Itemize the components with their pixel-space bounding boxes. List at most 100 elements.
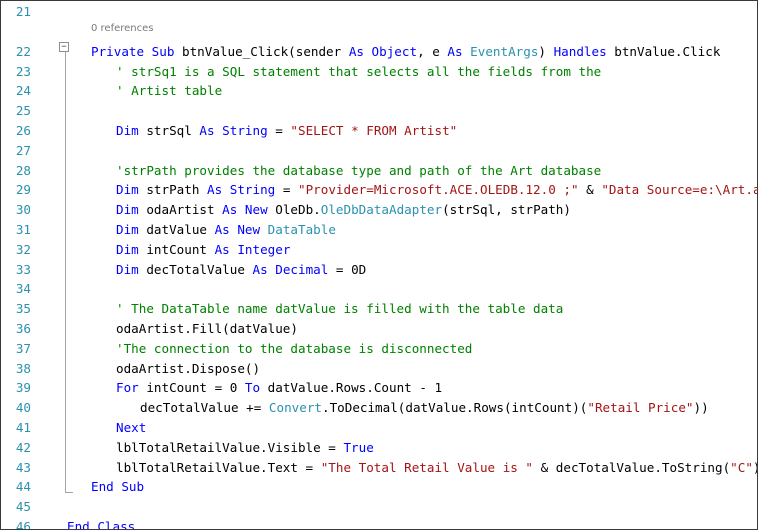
code-line[interactable]: 34 [1, 279, 757, 299]
code-token: strSql [146, 123, 200, 138]
type-name: DataTable [267, 222, 336, 237]
type-name: Convert [268, 400, 322, 416]
code-token: intCount = 0 [146, 380, 245, 396]
code-token: decTotalValue += [140, 400, 269, 416]
keyword: To [244, 380, 268, 396]
keyword: Dim [116, 123, 147, 138]
code-token: lblTotalRetailValue.Visible = [116, 439, 344, 455]
code-text: For intCount = 0 To datValue.Rows.Count … [116, 378, 442, 398]
code-line[interactable]: 45 [1, 497, 757, 517]
code-token: btnValue_Click(sender [182, 43, 349, 59]
code-text: lblTotalRetailValue.Visible = True [116, 438, 374, 458]
type-name: EventArgs [470, 43, 539, 59]
line-number: 38 [15, 360, 31, 376]
line-number: 31 [15, 222, 31, 237]
code-token: )) [693, 400, 709, 416]
code-token: strPath [146, 182, 208, 198]
keyword: End Class [67, 519, 136, 530]
keyword: As Integer [214, 241, 291, 257]
code-token: ) [753, 460, 757, 475]
string-literal: "Data Source=e:\Art.accdb" [601, 182, 758, 198]
code-line[interactable]: 38 odaArtist.Dispose() [1, 359, 757, 379]
code-line[interactable]: 35' The DataTable name datValue is fille… [1, 299, 757, 319]
line-number: 27 [15, 142, 31, 158]
code-text: Dim decTotalValue As Decimal = 0D [116, 260, 366, 280]
code-token: datValue [146, 222, 215, 237]
code-line[interactable]: 32 Dim intCount As Integer [1, 240, 757, 260]
code-line[interactable]: 30 Dim odaArtist As New OleDb.OleDbDataAd… [1, 200, 757, 220]
keyword: Handles [553, 43, 615, 59]
code-token: lblTotalRetailValue.Text = [116, 459, 321, 475]
code-text: End Class [67, 517, 136, 530]
code-text: decTotalValue += Convert.ToDecimal(datVa… [140, 398, 709, 418]
code-text: End Sub [91, 477, 144, 497]
keyword: For [116, 380, 147, 396]
keyword: As New [222, 202, 276, 218]
code-token: odaArtist.Dispose() [116, 360, 261, 376]
outline-end-marker [65, 492, 73, 493]
code-token: = [275, 182, 299, 198]
code-line[interactable]: 46 End Class [1, 517, 757, 530]
line-number: 41 [15, 420, 31, 435]
code-text: Dim odaArtist As New OleDb.OleDbDataAdap… [116, 200, 571, 220]
code-text: Dim intCount As Integer [116, 240, 290, 260]
keyword: Dim [116, 202, 147, 218]
code-line[interactable]: 23' strSq1 is a SQL statement that selec… [1, 62, 757, 82]
keyword: As String [199, 123, 268, 138]
code-line[interactable]: 24 ' Artist table [1, 81, 757, 101]
keyword: Dim [116, 261, 147, 277]
code-line[interactable]: 25 [1, 101, 757, 121]
comment: ' strSq1 is a SQL statement that selects… [116, 63, 602, 79]
keyword: Dim [116, 222, 147, 237]
line-number: 28 [15, 162, 31, 178]
code-token: decTotalValue [146, 261, 253, 277]
code-text: ' strSq1 is a SQL statement that selects… [116, 62, 601, 82]
line-number: 45 [15, 499, 31, 515]
code-token: = [267, 123, 291, 138]
codelens-references[interactable]: 0 references [91, 23, 154, 34]
keyword: Next [116, 420, 147, 435]
code-line[interactable]: 28 'strPath provides the database type an… [1, 161, 757, 181]
keyword: End Sub [91, 479, 145, 495]
keyword: Private Sub [91, 43, 182, 59]
type-name: OleDbDataAdapter [320, 202, 443, 218]
line-number: 46 [15, 519, 31, 530]
comment: 'strPath provides the database type and … [116, 162, 602, 178]
line-number: 24 [15, 83, 31, 99]
keyword: Dim [116, 182, 147, 198]
code-line[interactable]: 27 [1, 141, 757, 161]
comment: 'The connection to the database is disco… [116, 340, 473, 356]
collapse-toggle-icon[interactable]: − [59, 42, 69, 52]
code-text: 'strPath provides the database type and … [116, 161, 601, 181]
comment: ' The DataTable name datValue is filled … [116, 301, 564, 317]
string-literal: "Retail Price" [587, 400, 694, 416]
line-number: 36 [15, 321, 31, 336]
code-line[interactable]: 41 Next [1, 418, 757, 438]
code-line[interactable]: 37'The connection to the database is dis… [1, 339, 757, 359]
code-token: ) [538, 43, 554, 59]
code-token: odaArtist [146, 202, 223, 218]
keyword: As Object [348, 43, 418, 59]
code-line[interactable]: 21 [1, 2, 757, 22]
code-token: OleDb. [275, 202, 321, 218]
code-token: , e [417, 43, 448, 59]
code-text: ' The DataTable name datValue is filled … [116, 299, 563, 319]
line-number: 32 [15, 241, 31, 257]
string-literal: "C" [730, 459, 753, 475]
keyword: True [343, 439, 374, 455]
line-number: 30 [15, 202, 31, 218]
code-text: ' Artist table [116, 81, 222, 101]
code-token: btnValue.Click [614, 43, 721, 59]
